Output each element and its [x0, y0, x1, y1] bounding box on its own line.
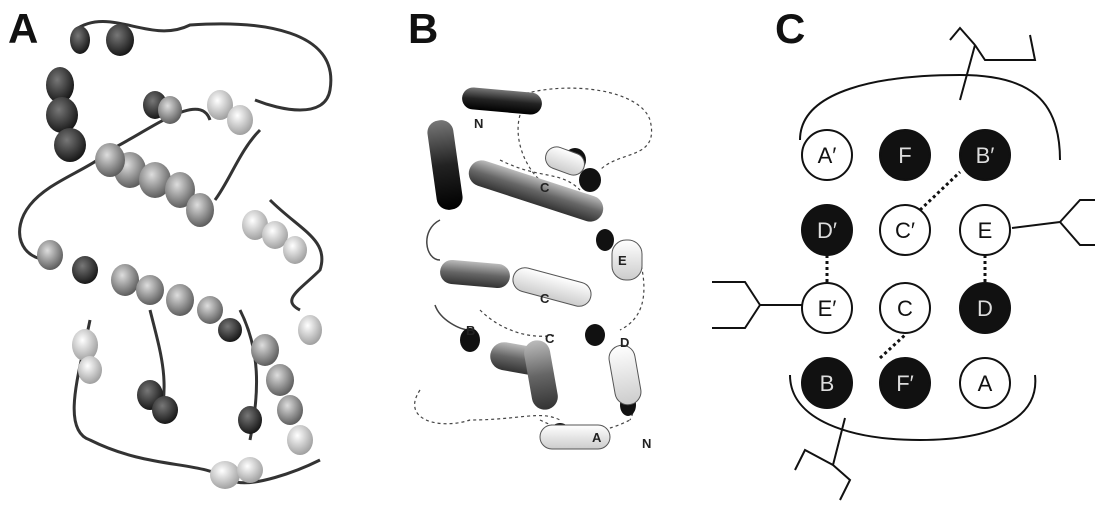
label-c-lower: C: [545, 331, 555, 346]
node-label: E′: [818, 296, 837, 321]
label-d: D: [620, 335, 629, 350]
node-f-prime: F′: [880, 358, 930, 408]
dark-cylinders: [426, 87, 607, 412]
panel-b-cylinder-diagram: N C E C B C D A N: [415, 87, 652, 451]
label-c-upper: C: [540, 180, 550, 195]
node-label: D′: [817, 218, 837, 243]
node-label: F′: [896, 371, 914, 396]
node-a-prime: A′: [802, 130, 852, 180]
node-d: D: [960, 283, 1010, 333]
node-c-prime: C′: [880, 205, 930, 255]
node-f: F: [880, 130, 930, 180]
node-label: F: [898, 143, 911, 168]
label-a: A: [592, 430, 602, 445]
label-n-bottom: N: [642, 436, 651, 451]
node-label: D: [977, 296, 993, 321]
label-n-top: N: [474, 116, 483, 131]
schematic-nodes: A′ F B′ D′ C′ E E′ C D B F′ A: [802, 130, 1010, 408]
branch-left: [712, 282, 802, 328]
branch-top: [950, 28, 1035, 100]
node-label: A′: [818, 143, 837, 168]
panel-a-ribbon-structure: [20, 21, 331, 489]
label-c-middle: C: [540, 291, 550, 306]
node-e: E: [960, 205, 1010, 255]
panel-c-schematic: A′ F B′ D′ C′ E E′ C D B F′ A: [712, 28, 1095, 500]
node-label: B′: [976, 143, 995, 168]
node-label: B: [820, 371, 835, 396]
label-e: E: [618, 253, 627, 268]
node-label: A: [978, 371, 993, 396]
node-label: C′: [895, 218, 915, 243]
branch-right: [1012, 200, 1095, 245]
node-label: C: [897, 296, 913, 321]
node-a: A: [960, 358, 1010, 408]
node-b-prime: B′: [960, 130, 1010, 180]
node-c: C: [880, 283, 930, 333]
node-e-prime: E′: [802, 283, 852, 333]
node-d-prime: D′: [802, 205, 852, 255]
branch-bottom: [795, 418, 850, 500]
node-label: E: [978, 218, 993, 243]
label-b: B: [466, 323, 475, 338]
node-b: B: [802, 358, 852, 408]
